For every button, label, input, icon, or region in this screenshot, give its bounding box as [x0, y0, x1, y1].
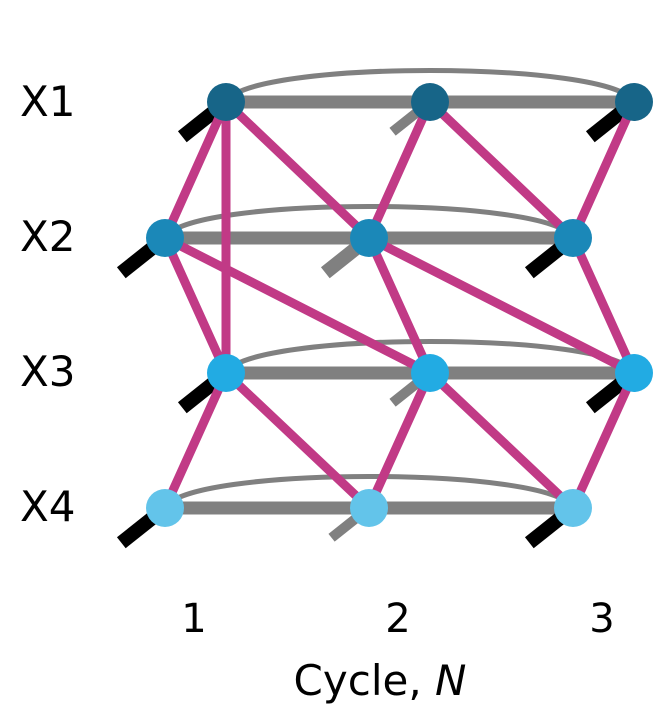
node-x3-cycle-2	[411, 354, 449, 392]
autodependency-links	[165, 95, 634, 515]
cross-link-x1-1-x2-1	[160, 97, 231, 243]
node-x3-cycle-3	[615, 354, 653, 392]
cross-link-x3-1-x4-1	[160, 368, 231, 513]
cross-link-x2-3-x3-3	[568, 233, 639, 378]
cross-link-x3-3-x4-3	[568, 368, 639, 513]
variable-label-x3: X3	[20, 347, 76, 396]
cycle-tick-2: 2	[385, 596, 410, 642]
lag2-link-x1-1-3	[223, 68, 637, 104]
cross-variable-links	[160, 97, 639, 513]
lag2-link-x2-1-3	[162, 204, 576, 240]
cross-link-x1-2-x2-3	[425, 97, 578, 243]
x-axis-label-prefix: Cycle,	[294, 656, 435, 705]
cross-link-x1-1-x2-2	[221, 97, 374, 243]
variable-label-x2: X2	[20, 212, 76, 261]
node-x1-cycle-2	[411, 83, 449, 121]
variable-label-x1: X1	[20, 77, 76, 126]
cross-link-x2-1-x3-1	[160, 233, 231, 378]
cross-link-x2-2-x3-3	[364, 233, 639, 378]
x-axis-label-symbol: N	[435, 656, 466, 705]
node-x4-cycle-3	[554, 489, 592, 527]
node-x1-cycle-1	[207, 83, 245, 121]
lag2-links	[162, 68, 637, 510]
variable-labels: X1 X2 X3 X4	[20, 77, 76, 531]
node-x1-cycle-3	[615, 83, 653, 121]
lag2-link-x4-1-3	[162, 474, 576, 510]
cross-link-x3-2-x4-2	[364, 368, 435, 513]
cross-link-x3-1-x4-2	[221, 368, 374, 513]
node-x2-cycle-1	[146, 219, 184, 257]
variable-label-x4: X4	[20, 482, 76, 531]
cross-link-x2-1-x3-2	[160, 233, 435, 378]
node-x4-cycle-1	[146, 489, 184, 527]
cross-link-x3-2-x4-3	[425, 368, 578, 513]
cross-link-x1-2-x2-2	[364, 97, 435, 243]
x-axis-label: Cycle, N	[294, 656, 467, 705]
cross-link-x1-3-x2-3	[568, 97, 639, 243]
node-x4-cycle-2	[350, 489, 388, 527]
cycle-tick-1: 1	[181, 596, 206, 642]
node-x2-cycle-2	[350, 219, 388, 257]
cross-link-x2-2-x3-2	[364, 233, 435, 378]
cycle-tick-labels: 1 2 3	[181, 596, 614, 642]
node-x3-cycle-1	[207, 354, 245, 392]
node-x2-cycle-3	[554, 219, 592, 257]
cycle-tick-3: 3	[589, 596, 614, 642]
graph-nodes	[146, 83, 653, 527]
